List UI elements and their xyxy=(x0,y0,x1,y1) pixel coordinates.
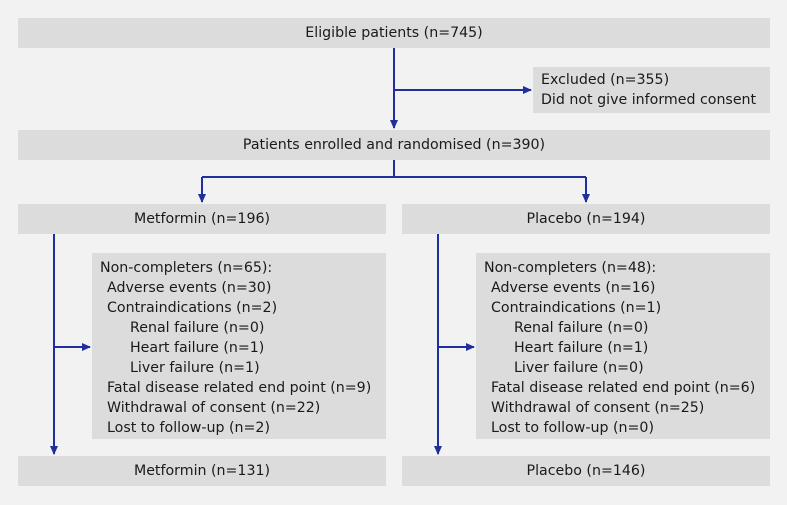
metformin-end-label: Metformin (n=131) xyxy=(133,463,271,479)
enrolled-label: Patients enrolled and randomised (n=390) xyxy=(242,137,546,153)
eligible-patients-box: Eligible patients (n=745) xyxy=(18,18,770,48)
enrolled-box: Patients enrolled and randomised (n=390) xyxy=(18,130,770,160)
metformin-liver-failure: Liver failure (n=1) xyxy=(130,360,260,376)
placebo-withdrawal: Withdrawal of consent (n=25) xyxy=(491,400,705,416)
metformin-renal-failure: Renal failure (n=0) xyxy=(130,320,265,336)
placebo-fatal-end-point: Fatal disease related end point (n=6) xyxy=(491,380,756,396)
excluded-count: Excluded (n=355) xyxy=(541,72,670,88)
excluded-reason: Did not give informed consent xyxy=(541,92,757,108)
metformin-adverse-events: Adverse events (n=30) xyxy=(107,280,272,296)
placebo-contraindications: Contraindications (n=1) xyxy=(491,300,662,316)
placebo-liver-failure: Liver failure (n=0) xyxy=(514,360,644,376)
metformin-noncompleters-box: Non-completers (n=65): Adverse events (n… xyxy=(92,253,386,439)
placebo-heart-failure: Heart failure (n=1) xyxy=(514,340,649,356)
metformin-fatal-end-point: Fatal disease related end point (n=9) xyxy=(107,380,372,396)
placebo-noncompleters-header: Non-completers (n=48): xyxy=(484,260,657,276)
placebo-start-label: Placebo (n=194) xyxy=(526,211,646,227)
placebo-noncompleters-box: Non-completers (n=48): Adverse events (n… xyxy=(476,253,770,439)
eligible-patients-label: Eligible patients (n=745) xyxy=(305,25,483,41)
metformin-start-label: Metformin (n=196) xyxy=(133,211,271,227)
placebo-adverse-events: Adverse events (n=16) xyxy=(491,280,656,296)
placebo-renal-failure: Renal failure (n=0) xyxy=(514,320,649,336)
metformin-contraindications: Contraindications (n=2) xyxy=(107,300,278,316)
metformin-heart-failure: Heart failure (n=1) xyxy=(130,340,265,356)
excluded-box: Excluded (n=355) Did not give informed c… xyxy=(533,67,770,113)
placebo-lost-to-follow-up: Lost to follow-up (n=0) xyxy=(491,420,654,436)
metformin-lost-to-follow-up: Lost to follow-up (n=2) xyxy=(107,420,270,436)
placebo-end-box: Placebo (n=146) xyxy=(402,456,770,486)
placebo-start-box: Placebo (n=194) xyxy=(402,204,770,234)
metformin-end-box: Metformin (n=131) xyxy=(18,456,386,486)
metformin-start-box: Metformin (n=196) xyxy=(18,204,386,234)
placebo-end-label: Placebo (n=146) xyxy=(526,463,646,479)
metformin-withdrawal: Withdrawal of consent (n=22) xyxy=(107,400,321,416)
metformin-noncompleters-header: Non-completers (n=65): xyxy=(100,260,273,276)
